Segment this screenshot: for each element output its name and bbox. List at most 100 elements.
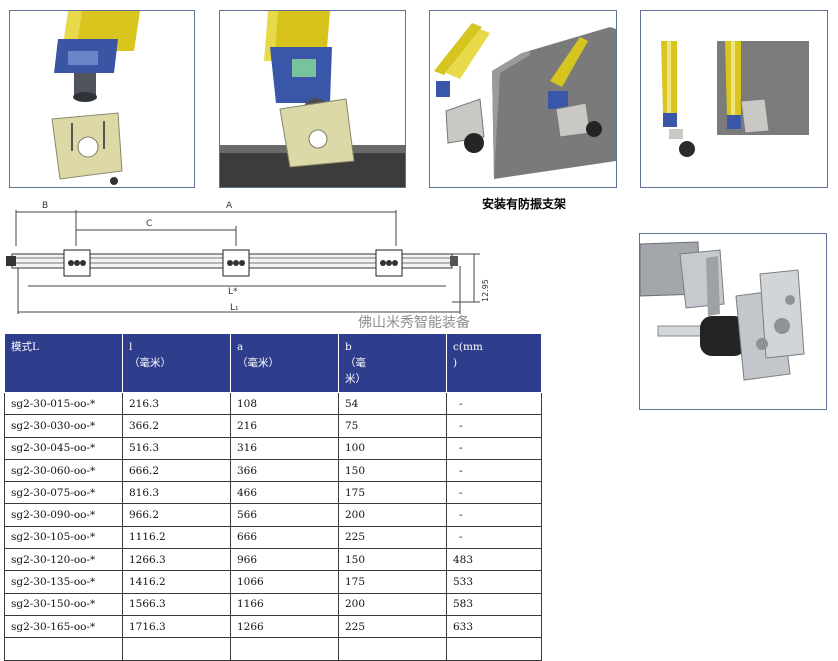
cell-model: sg2-30-060-oo-* — [4, 458, 123, 483]
end-cap-right — [450, 256, 458, 266]
dimension-drawing: B A C L* L₁ 12.95 — [6, 201, 490, 314]
cell-l: 1116.2 — [122, 525, 231, 550]
cell-l: 1716.3 — [122, 614, 231, 639]
cell-model: sg2-30-045-oo-* — [4, 436, 123, 460]
label-l1: L₁ — [230, 303, 239, 313]
watermark: 佛山米秀智能装备 — [358, 315, 470, 331]
cell-b: 200 — [338, 592, 447, 616]
column-header-a: a（毫米） — [230, 333, 339, 393]
photo-mounting-block-1 — [429, 10, 617, 188]
cell-a: 466 — [230, 481, 339, 505]
cell-model: sg2-30-150-oo-* — [4, 592, 123, 616]
label-a: A — [226, 201, 233, 211]
cell-l: 366.2 — [122, 414, 231, 438]
label-b: B — [42, 201, 48, 211]
mounting-block-illustration-2 — [661, 41, 809, 157]
photo-mounting-block-2 — [640, 10, 828, 188]
anti-vibration-mount-illustration — [640, 241, 805, 381]
cell-l — [122, 637, 231, 661]
cell-l: 1266.3 — [122, 548, 231, 572]
cell-model: sg2-30-135-oo-* — [4, 570, 123, 594]
cell-c: - — [446, 414, 542, 438]
photo-connector-bracket-1 — [9, 10, 195, 188]
cell-model — [4, 637, 123, 661]
cell-a: 108 — [230, 391, 339, 416]
column-header-l: l（毫米） — [122, 333, 231, 393]
cell-model: sg2-30-105-oo-* — [4, 525, 123, 550]
cell-a: 316 — [230, 436, 339, 460]
cell-b: 225 — [338, 614, 447, 639]
cell-b: 150 — [338, 458, 447, 483]
column-header-c: c(mm) — [446, 333, 542, 393]
label-c: C — [146, 219, 152, 229]
mounting-block-illustration-1 — [434, 23, 616, 179]
cell-l: 216.3 — [122, 391, 231, 416]
cell-model: sg2-30-120-oo-* — [4, 548, 123, 572]
cell-c: - — [446, 458, 542, 483]
cell-b: 100 — [338, 436, 447, 460]
cell-a: 1066 — [230, 570, 339, 594]
cell-c: 533 — [446, 570, 542, 594]
cell-a: 566 — [230, 503, 339, 527]
cell-c — [446, 637, 542, 661]
cell-c: 583 — [446, 592, 542, 616]
cell-a: 966 — [230, 548, 339, 572]
dimension-table: 模式L l（毫米） a（毫米） b（毫米） c(mm) sg2-30-015-o… — [4, 333, 542, 661]
cell-model: sg2-30-030-oo-* — [4, 414, 123, 438]
cell-a: 666 — [230, 525, 339, 550]
caption-anti-vibration-bracket: 安装有防振支架 — [482, 197, 567, 211]
cell-l: 666.2 — [122, 458, 231, 483]
cell-c: - — [446, 503, 542, 527]
cell-b: 225 — [338, 525, 447, 550]
cell-model: sg2-30-165-oo-* — [4, 614, 123, 639]
label-l-star: L* — [228, 287, 238, 297]
cell-l: 1566.3 — [122, 592, 231, 616]
end-cap-left — [6, 256, 16, 266]
cell-c: 483 — [446, 548, 542, 572]
label-height: 12.95 — [481, 279, 490, 302]
cell-b: 75 — [338, 414, 447, 438]
cell-a: 1166 — [230, 592, 339, 616]
cell-model: sg2-30-015-oo-* — [4, 391, 123, 416]
cell-b: 175 — [338, 570, 447, 594]
cell-b — [338, 637, 447, 661]
cell-model: sg2-30-090-oo-* — [4, 503, 123, 527]
table-header-row: 模式L l（毫米） a（毫米） b（毫米） c(mm) — [4, 333, 542, 393]
cell-c: - — [446, 436, 542, 460]
cell-l: 1416.2 — [122, 570, 231, 594]
column-header-model: 模式L — [4, 333, 123, 393]
photo-connector-bracket-2 — [219, 10, 406, 188]
cell-c: - — [446, 481, 542, 505]
cell-b: 175 — [338, 481, 447, 505]
connector-bracket-illustration-2 — [220, 11, 405, 187]
cell-b: 54 — [338, 391, 447, 416]
table-row — [4, 637, 542, 661]
cell-a: 216 — [230, 414, 339, 438]
cell-c: - — [446, 525, 542, 550]
photo-anti-vibration-mount — [639, 233, 827, 410]
cell-c: - — [446, 391, 542, 416]
cell-a: 366 — [230, 458, 339, 483]
cell-c: 633 — [446, 614, 542, 639]
cell-b: 150 — [338, 548, 447, 572]
connector-bracket-illustration-1 — [51, 11, 140, 185]
column-header-b: b（毫米） — [338, 333, 447, 393]
cell-l: 816.3 — [122, 481, 231, 505]
cell-a — [230, 637, 339, 661]
cell-model: sg2-30-075-oo-* — [4, 481, 123, 505]
cell-a: 1266 — [230, 614, 339, 639]
cell-l: 966.2 — [122, 503, 231, 527]
cell-b: 200 — [338, 503, 447, 527]
cell-l: 516.3 — [122, 436, 231, 460]
